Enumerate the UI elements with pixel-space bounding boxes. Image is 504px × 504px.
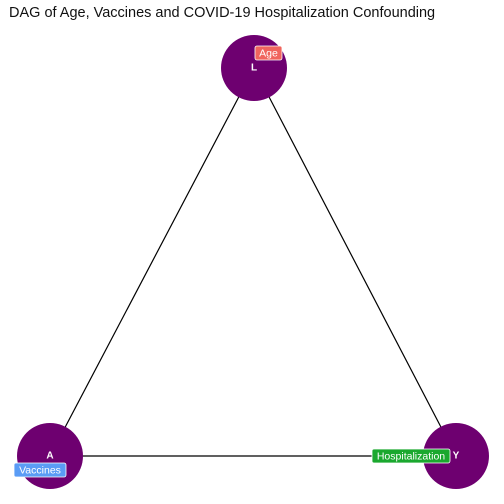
edge-age-to-hospitalization (253, 67, 457, 457)
node-letter-l: L (251, 63, 257, 74)
edge-age-to-vaccines (49, 67, 255, 457)
node-hospitalization: Y Hospitalization (371, 423, 489, 489)
node-vaccines: A Vaccines (13, 423, 83, 489)
node-age: L Age (221, 35, 287, 101)
node-label-vaccines: Vaccines (19, 465, 61, 477)
node-letter-y: Y (453, 451, 460, 462)
node-circle-y (423, 423, 489, 489)
node-label-bg-hospitalization (371, 448, 451, 464)
node-label-hospitalization: Hospitalization (377, 451, 445, 463)
node-label-age: Age (259, 48, 278, 60)
node-label-bg-vaccines (13, 462, 67, 478)
node-letter-a: A (46, 451, 53, 462)
diagram-title: DAG of Age, Vaccines and COVID-19 Hospit… (9, 5, 436, 21)
node-label-bg-age (254, 45, 283, 61)
